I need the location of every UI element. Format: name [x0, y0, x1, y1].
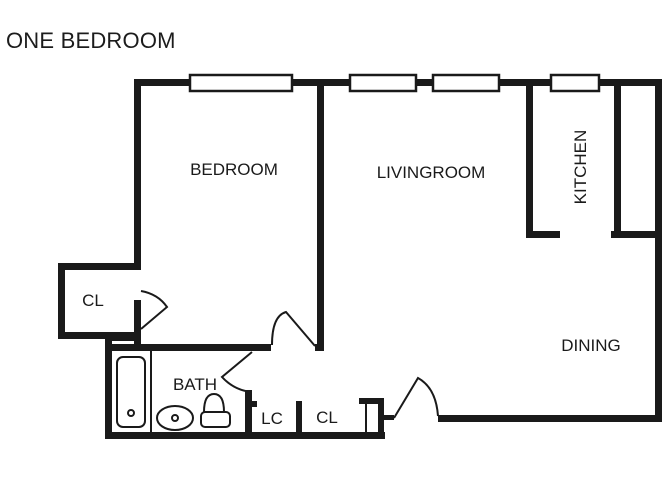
doors: [140, 290, 439, 419]
label-kitchen: KITCHEN: [571, 130, 590, 205]
label-closet-hall: CL: [316, 408, 338, 427]
plan-title: ONE BEDROOM: [6, 28, 176, 53]
tub-drain-icon: [127, 409, 135, 417]
toilet-bowl-icon: [200, 411, 231, 428]
window-kitchen: [549, 73, 601, 93]
entry-door-swing: [393, 376, 439, 419]
label-dining: DINING: [561, 336, 621, 355]
window-living-1: [348, 73, 418, 93]
label-bath: BATH: [173, 375, 217, 394]
sink-icon: [156, 405, 194, 431]
label-bedroom: BEDROOM: [190, 160, 278, 179]
window-bedroom: [188, 73, 294, 93]
bath-door-swing: [220, 351, 253, 393]
toilet-tank-icon: [202, 392, 226, 413]
label-closet-bedroom: CL: [82, 291, 104, 310]
label-linen-closet: LC: [261, 409, 283, 428]
label-livingroom: LIVINGROOM: [377, 163, 486, 182]
windows: [188, 73, 601, 93]
bedroom-door-swing: [271, 310, 316, 347]
window-living-2: [431, 73, 501, 93]
fixtures: [112, 339, 367, 432]
bathtub-icon: [116, 356, 146, 428]
closet-door-swing: [140, 290, 169, 330]
